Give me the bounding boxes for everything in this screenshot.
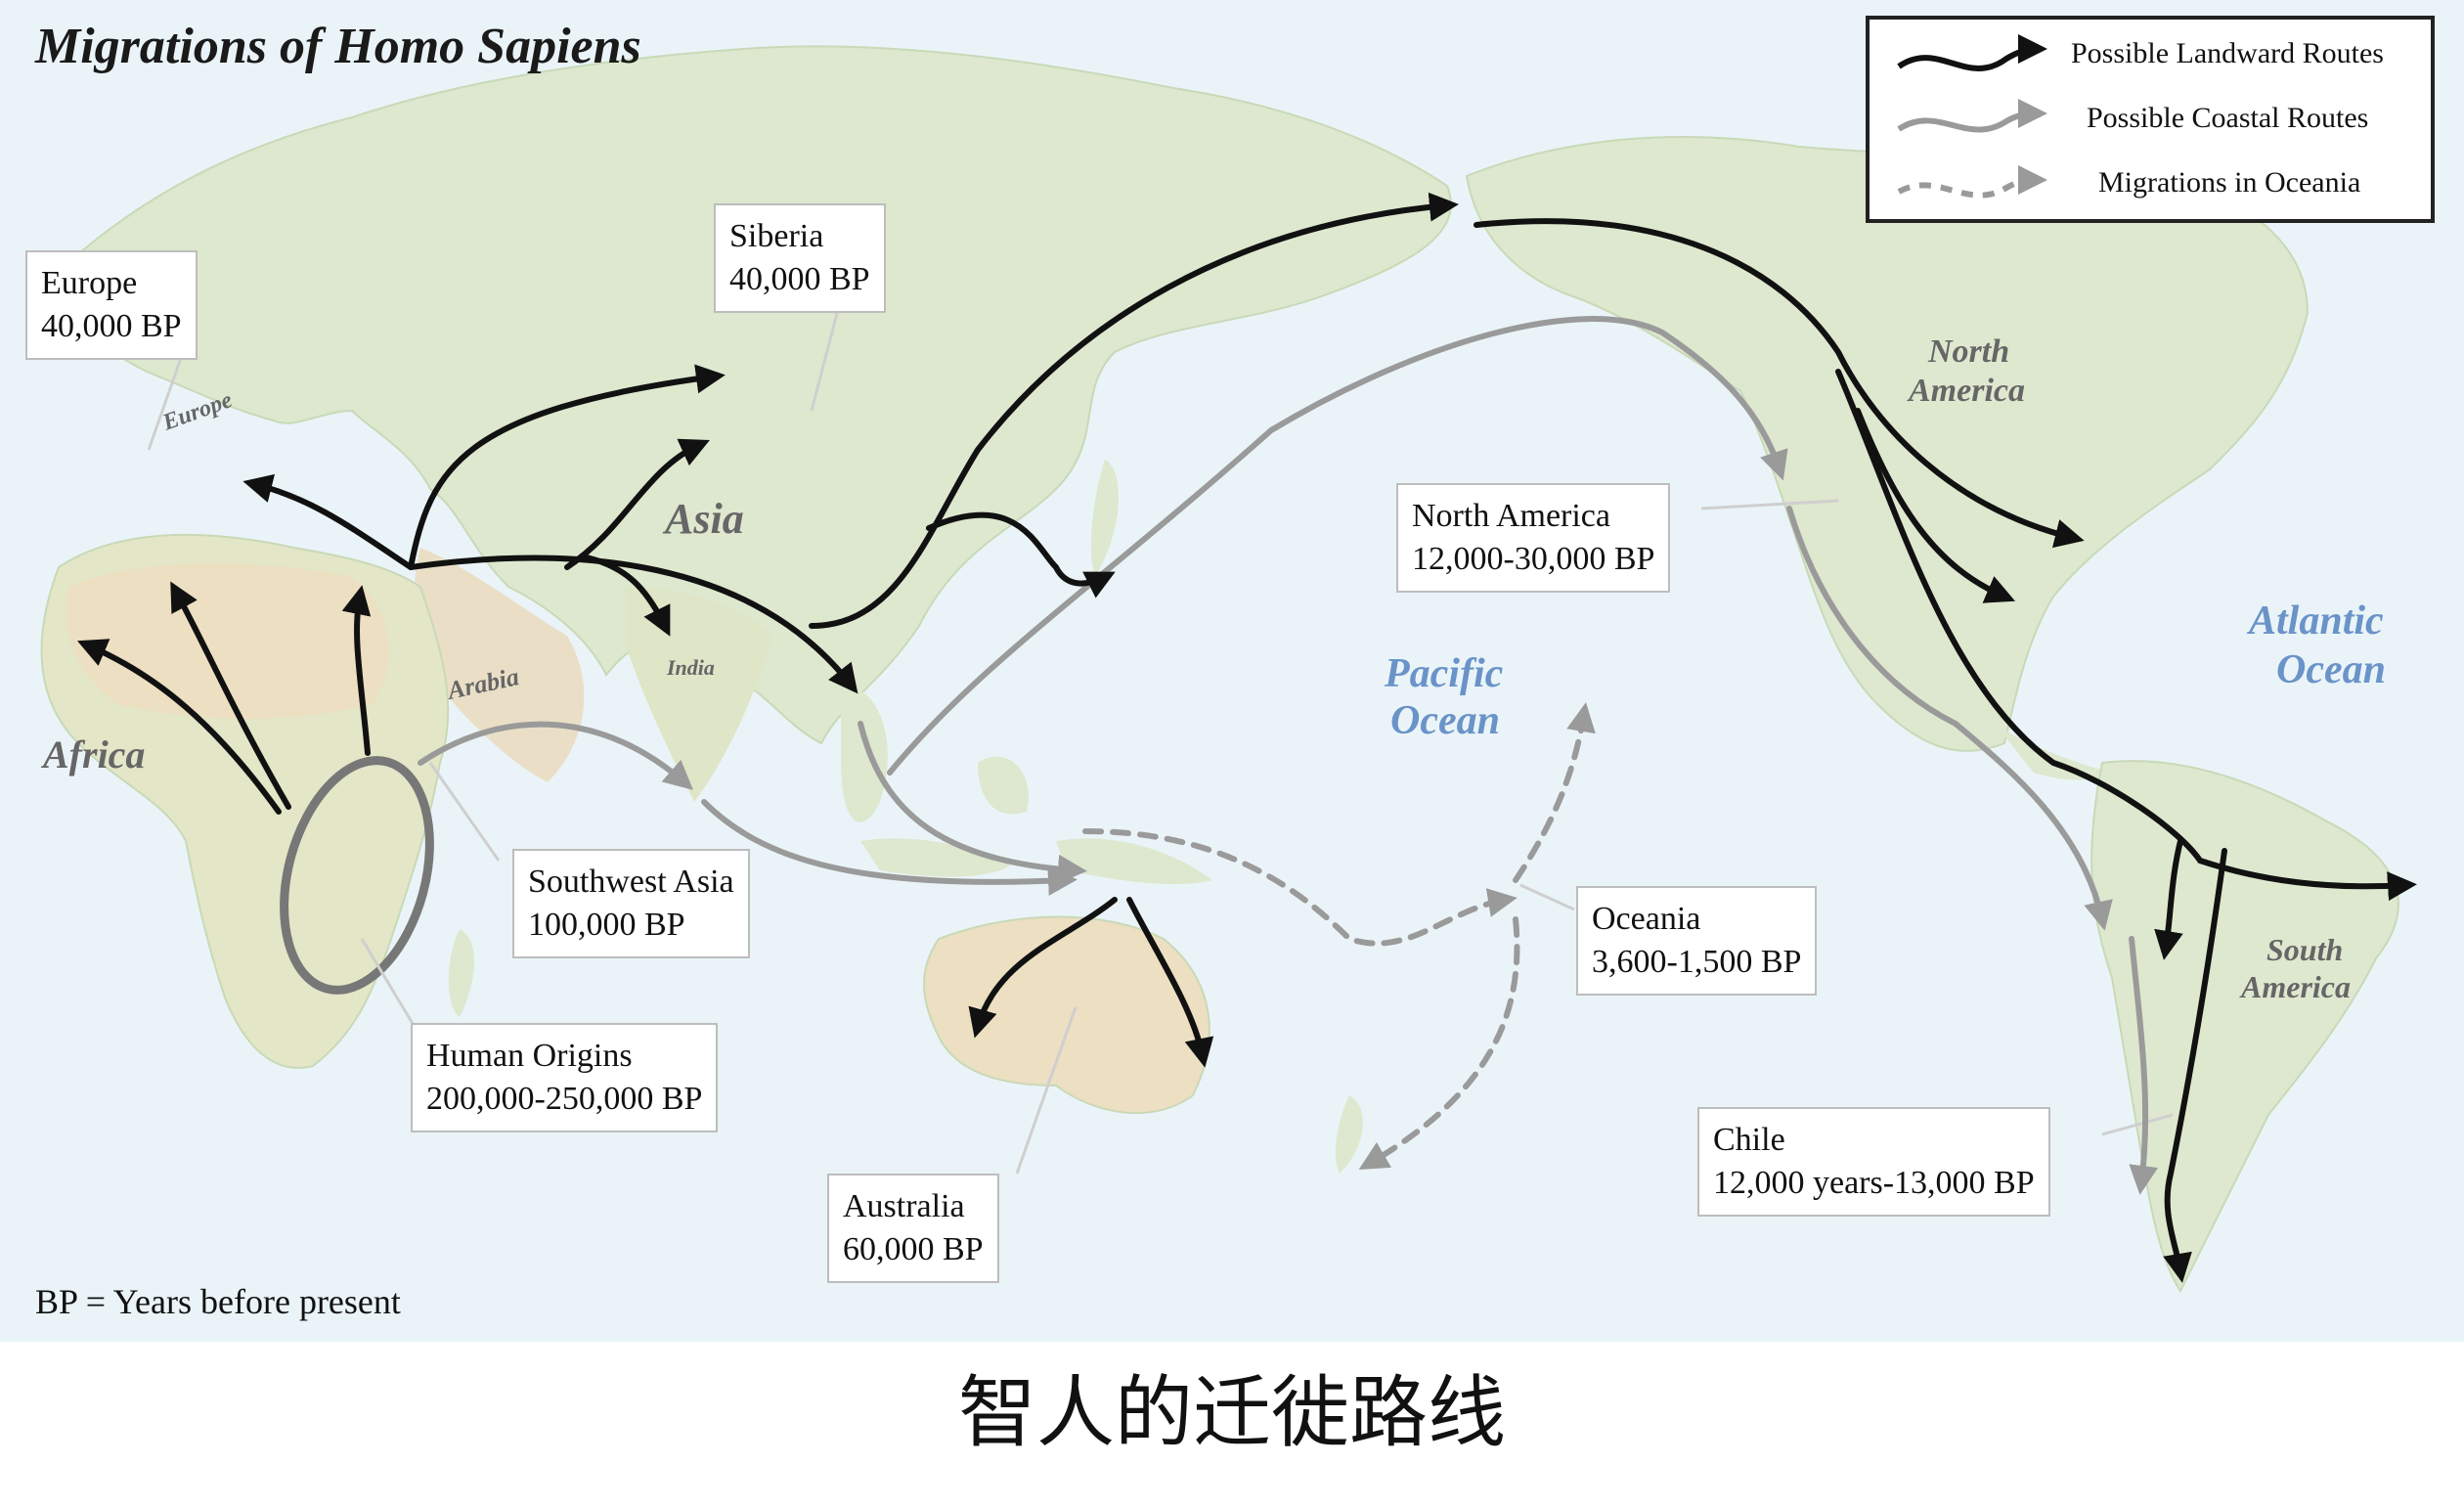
landmasses — [40, 35, 2399, 1293]
landward-route-mideast-centralasia — [564, 438, 710, 570]
landmass-japan — [1090, 460, 1119, 577]
landward-route-sa-south — [2163, 848, 2227, 1283]
callout-oceania-date: 3,600-1,500 BP — [1592, 944, 1802, 980]
landmass-central-america — [1995, 724, 2112, 780]
ocean-label-atlantic-1: Atlantic — [2246, 599, 2384, 643]
coastal-route-seasia-newguinea — [858, 721, 1087, 884]
ocean-label-pacific-2: Ocean — [1390, 698, 1500, 743]
ocean-label-atlantic-2: Ocean — [2276, 647, 2386, 692]
callout-australia-name: Australia — [843, 1188, 965, 1224]
landward-route-asia-beringia — [809, 192, 1459, 629]
callout-pointers — [147, 297, 2174, 1175]
callout-southwest-asia: Southwest Asia 100,000 BP — [512, 849, 750, 958]
landward-route-na-southeast — [1855, 408, 2016, 603]
oceania-routes — [1082, 702, 1596, 1171]
chinese-caption: 智人的迁徙路线 — [958, 1367, 1506, 1458]
landmass-south-america — [2090, 760, 2399, 1293]
legend-label-coastal: Possible Coastal Routes — [2087, 102, 2369, 134]
landward-route-australia-west — [968, 897, 1118, 1039]
coastal-route-africa-india — [418, 721, 694, 790]
landward-route-mideast-seasia — [408, 554, 858, 694]
landward-route-beringia-east — [1474, 218, 2085, 549]
oceania-route-east — [1082, 828, 1518, 947]
callout-europe: Europe 40,000 BP — [25, 250, 198, 360]
landmass-india — [626, 587, 772, 802]
callout-southwest-asia-name: Southwest Asia — [528, 864, 734, 900]
callout-chile-date: 12,000 years-13,000 BP — [1713, 1165, 2035, 1201]
landmass-eurasia — [66, 45, 1452, 745]
landmass-se-asia — [841, 685, 888, 822]
callout-human-origins: Human Origins 200,000-250,000 BP — [411, 1023, 719, 1132]
callout-human-origins-date: 200,000-250,000 BP — [426, 1081, 703, 1117]
landward-route-asia-japan — [926, 511, 1116, 599]
region-label-india: India — [666, 655, 715, 680]
region-label-asia: Asia — [662, 495, 744, 543]
legend: Possible Landward Routes Possible Coasta… — [1866, 16, 2435, 223]
landward-route-mideast-europe — [242, 473, 414, 570]
oceania-route-newzealand — [1358, 916, 1520, 1171]
coastal-route-india-newguinea — [701, 799, 1078, 896]
callout-southwest-asia-date: 100,000 BP — [528, 907, 685, 943]
callout-europe-name: Europe — [41, 265, 138, 301]
landward-route-na-south — [1835, 369, 2417, 902]
bp-footnote: BP = Years before present — [35, 1282, 401, 1321]
legend-swatches — [1897, 34, 2047, 199]
callout-human-origins-name: Human Origins — [426, 1038, 633, 1074]
callout-chile-name: Chile — [1713, 1122, 1785, 1158]
landward-route-origin-north — [341, 585, 372, 756]
callout-oceania: Oceania 3,600-1,500 BP — [1576, 886, 1818, 996]
ocean-labels: Pacific Ocean Atlantic Ocean — [1384, 599, 2386, 743]
legend-landward-swatch — [1897, 34, 2047, 71]
region-label-south-america-2: America — [2239, 969, 2351, 1004]
landmass-new-zealand — [1335, 1095, 1363, 1174]
legend-label-landward: Possible Landward Routes — [2071, 37, 2384, 69]
coastal-route-chile — [2129, 936, 2159, 1195]
region-label-north-america-1: North — [1927, 333, 2009, 370]
landward-route-mideast-northeast — [408, 364, 726, 570]
region-label-south-america-1: South — [2266, 932, 2343, 967]
callout-chile: Chile 12,000 years-13,000 BP — [1697, 1107, 2050, 1217]
coastal-route-asia-beringia — [887, 316, 1788, 776]
callout-oceania-name: Oceania — [1592, 901, 1701, 937]
callout-siberia-date: 40,000 BP — [729, 261, 870, 297]
landmass-new-guinea — [1056, 838, 1212, 885]
map-title: Migrations of Homo Sapiens — [35, 19, 641, 74]
callout-australia: Australia 60,000 BP — [827, 1174, 999, 1283]
landmass-madagascar — [448, 929, 474, 1017]
landward-route-origin-northwest — [170, 581, 291, 810]
callout-siberia-name: Siberia — [729, 218, 824, 254]
legend-oceania-swatch — [1897, 165, 2047, 199]
callout-europe-date: 40,000 BP — [41, 308, 182, 344]
landward-route-origin-west — [76, 639, 282, 815]
landward-route-sa-west — [2154, 838, 2183, 960]
landward-routes — [76, 192, 2417, 1283]
coastal-routes — [418, 316, 2159, 1195]
oceania-route-hawaii — [1513, 702, 1596, 883]
legend-coastal-swatch — [1897, 99, 2047, 133]
region-label-africa: Africa — [40, 732, 145, 776]
callout-north-america-name: North America — [1412, 498, 1610, 534]
legend-label-oceania: Migrations in Oceania — [2098, 166, 2361, 199]
callout-north-america-date: 12,000-30,000 BP — [1412, 541, 1655, 577]
callout-siberia: Siberia 40,000 BP — [714, 203, 886, 313]
human-origins-ellipse — [280, 756, 434, 995]
callout-north-america: North America 12,000-30,000 BP — [1396, 483, 1671, 593]
landmass-australia — [923, 915, 1210, 1115]
callout-australia-date: 60,000 BP — [843, 1231, 984, 1267]
region-label-north-america-2: America — [1907, 373, 2025, 409]
ocean-label-pacific-1: Pacific — [1384, 651, 1504, 696]
landward-route-australia-east — [1126, 897, 1214, 1068]
coastal-route-west-america — [1786, 506, 2113, 931]
